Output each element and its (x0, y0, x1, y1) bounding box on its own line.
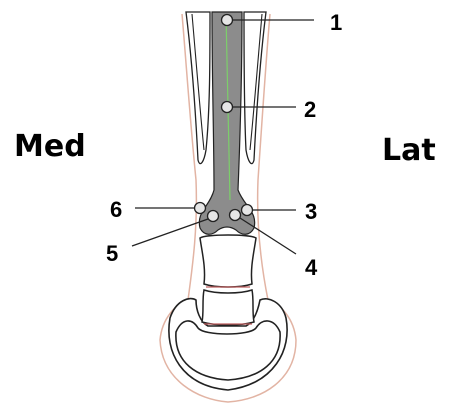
middle-phalanx (202, 290, 254, 325)
callout-number-2: 2 (304, 97, 316, 122)
proximal-phalanx (200, 235, 256, 287)
callout-number-1: 1 (330, 10, 342, 35)
callout-number-4: 4 (305, 255, 318, 280)
callout-number-6: 6 (110, 197, 122, 222)
marker-5 (208, 211, 219, 222)
medial-label: Med (14, 129, 86, 164)
marker-2 (222, 102, 233, 113)
marker-3 (242, 205, 253, 216)
callout-number-3: 3 (305, 199, 317, 224)
lateral-label: Lat (382, 133, 436, 168)
phalanges (200, 235, 256, 325)
marker-4 (230, 210, 241, 221)
leader-line-5 (132, 219, 208, 246)
lateral-splint-bone (244, 12, 266, 164)
callout-number-5: 5 (106, 241, 118, 266)
marker-6 (195, 203, 206, 214)
marker-1 (222, 15, 233, 26)
